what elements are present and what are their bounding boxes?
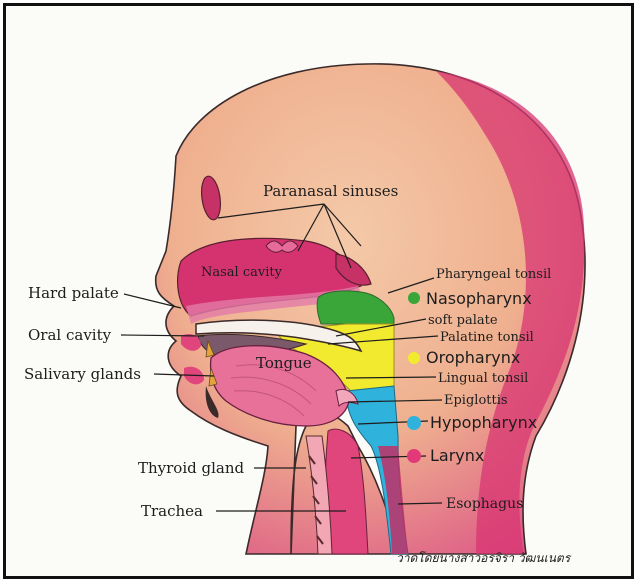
- artist-signature: วาดโดยนางสาวอรจิรา วัฒนเนตร: [396, 551, 572, 565]
- label-soft-palate: soft palate: [428, 313, 498, 328]
- label-oropharynx: Oropharynx: [426, 348, 520, 367]
- label-salivary-glands: Salivary glands: [24, 365, 141, 383]
- label-oral-cavity: Oral cavity: [28, 326, 112, 344]
- label-lingual-tonsil: Lingual tonsil: [438, 371, 528, 386]
- label-hard-palate: Hard palate: [28, 284, 119, 302]
- head-neck-diagram: Paranasal sinuses Nasal cavity Pharyngea…: [6, 6, 631, 576]
- label-nasopharynx: Nasopharynx: [426, 289, 532, 308]
- label-thyroid-gland: Thyroid gland: [138, 459, 245, 477]
- label-epiglottis: Epiglottis: [444, 393, 508, 408]
- label-tongue: Tongue: [256, 354, 312, 372]
- label-larynx: Larynx: [430, 446, 484, 465]
- label-nasal-cavity: Nasal cavity: [201, 265, 283, 280]
- label-hypopharynx: Hypopharynx: [430, 413, 537, 432]
- diagram-frame: Paranasal sinuses Nasal cavity Pharyngea…: [3, 3, 634, 579]
- nasopharynx-dot: [408, 292, 420, 304]
- label-pharyngeal-tonsil: Pharyngeal tonsil: [436, 267, 551, 282]
- label-palatine-tonsil: Palatine tonsil: [440, 330, 534, 345]
- hypopharynx-dot: [407, 416, 421, 430]
- larynx-dot: [407, 449, 421, 463]
- label-esophagus: Esophagus: [446, 496, 523, 512]
- oropharynx-dot: [408, 352, 420, 364]
- label-trachea: Trachea: [141, 502, 203, 520]
- label-paranasal-sinuses: Paranasal sinuses: [263, 182, 398, 200]
